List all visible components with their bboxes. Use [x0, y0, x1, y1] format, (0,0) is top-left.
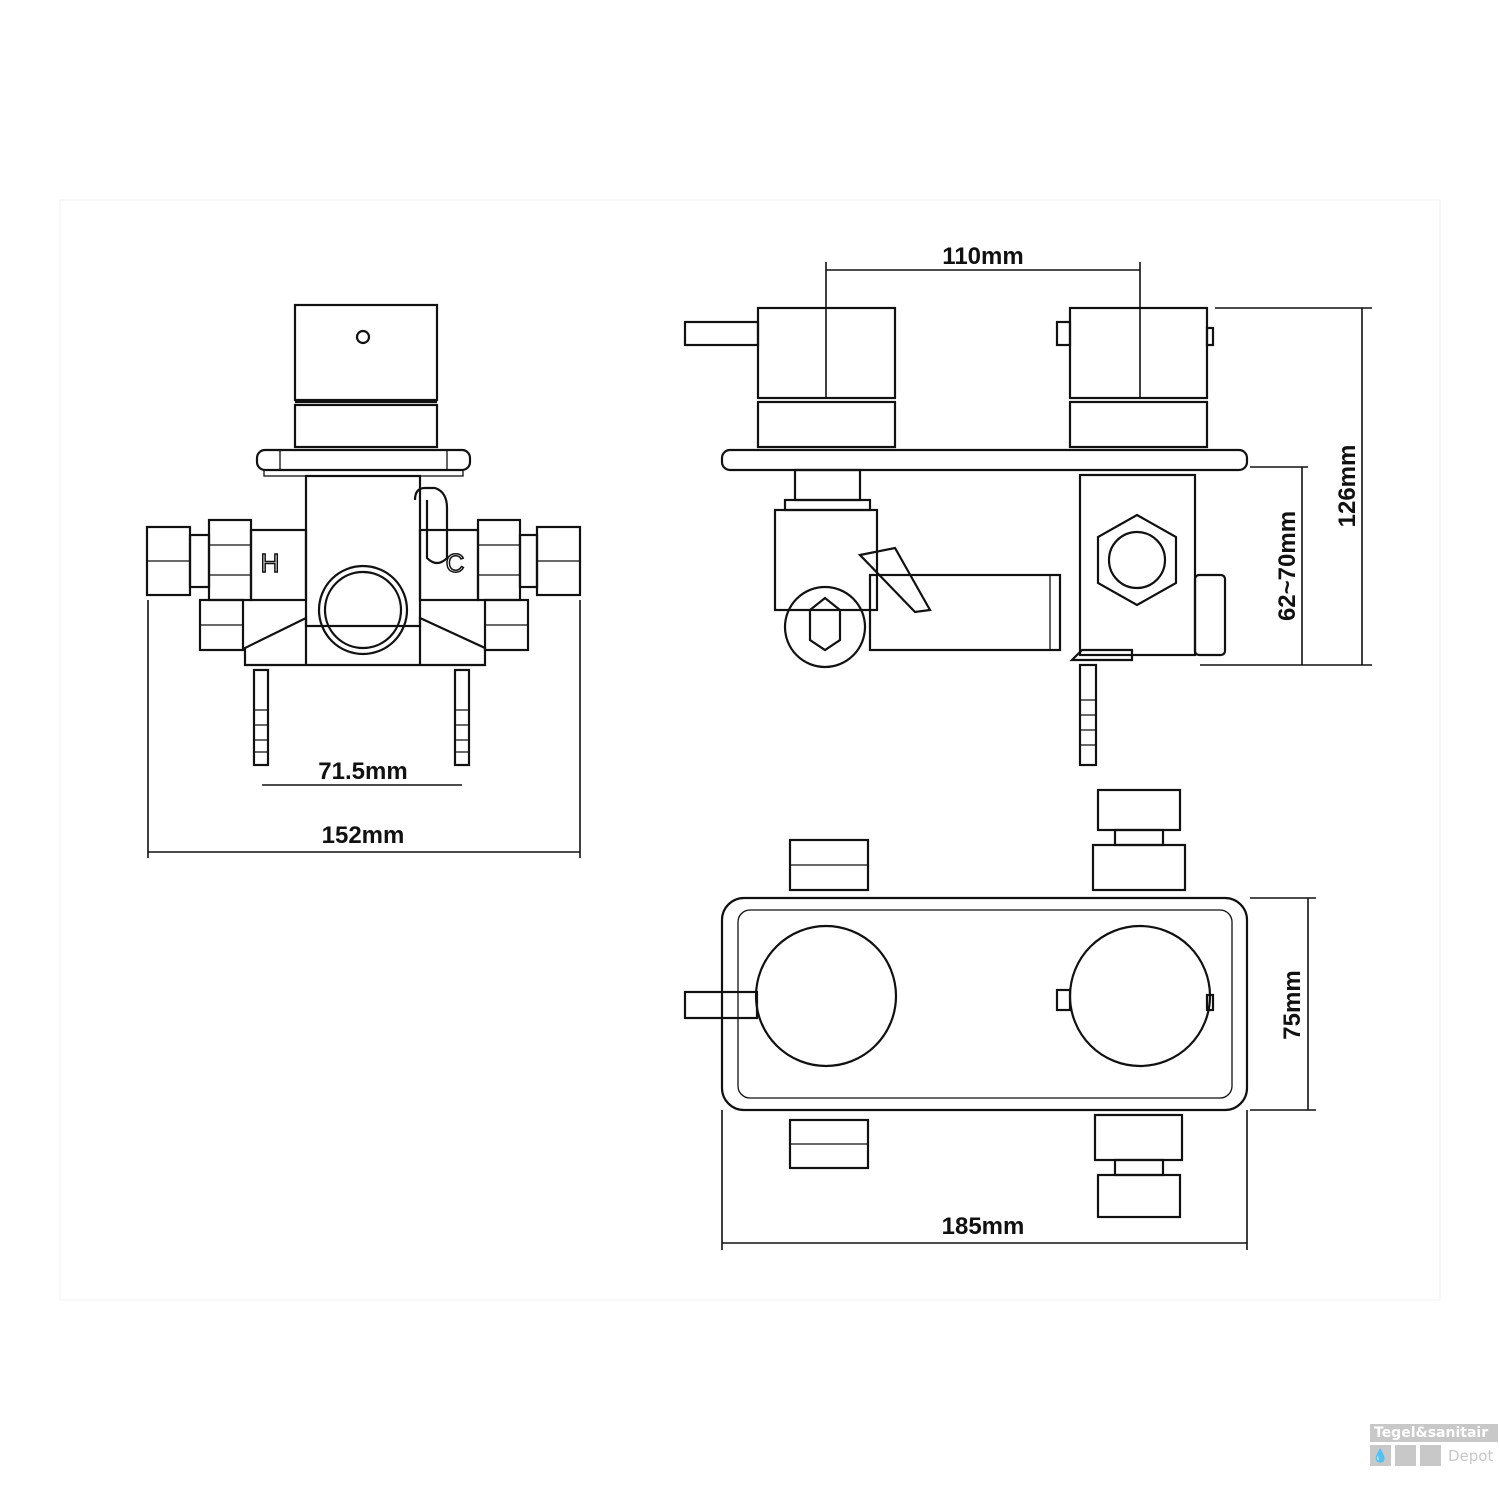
lever: [683, 990, 759, 1020]
dim-plate-width: 185mm: [942, 1213, 1025, 1240]
cover-plate: [720, 896, 1249, 1112]
wall-anchor: [1078, 663, 1098, 767]
wall-anchor-left: [252, 668, 270, 767]
lever: [683, 320, 760, 347]
base: [243, 616, 487, 667]
side-view: 110mm 62~70mm 126mm: [683, 243, 1372, 767]
nut: [1096, 1173, 1182, 1219]
logo-line1: Tegel&sanitair: [1370, 1424, 1498, 1442]
logo-square: [1420, 1445, 1441, 1466]
valve-body: [1078, 473, 1197, 657]
outlet-port: [317, 564, 409, 656]
wall-anchor-right: [453, 668, 471, 767]
pipe: [868, 573, 1062, 652]
brand-logo: Tegel&sanitair 💧 Depot: [1370, 1424, 1498, 1466]
front-view: 75mm 185mm: [683, 788, 1316, 1250]
cover-plate: [255, 448, 472, 472]
pipe-bend: [413, 486, 449, 565]
valve-body: [304, 474, 422, 628]
dim-wall-depth: 62~70mm: [1274, 511, 1301, 621]
logo-square: [1395, 1445, 1416, 1466]
cover-plate: [720, 448, 1249, 472]
dim-front-width: 152mm: [322, 822, 405, 849]
end-view: H C 71.5mm 152mm: [145, 303, 582, 858]
cold-label: C: [446, 548, 465, 578]
knob-left: [754, 924, 898, 1068]
nut: [1091, 843, 1187, 892]
sheet-border: [59, 199, 1441, 1301]
knob-left: [756, 306, 897, 400]
dim-knob-spacing: 110mm: [942, 243, 1023, 270]
nut: [207, 518, 253, 602]
nut: [476, 518, 522, 602]
knob-right: [1068, 306, 1209, 400]
knob-hole-icon: [355, 329, 371, 345]
knob-lower: [293, 403, 439, 449]
dim-total-height: 126mm: [1334, 445, 1361, 528]
dim-anchor-spacing: 71.5mm: [318, 758, 407, 785]
hex-port: [1096, 513, 1178, 607]
dim-plate-height: 75mm: [1279, 970, 1306, 1039]
knob-upper: [293, 303, 439, 402]
nut: [1096, 788, 1182, 832]
knob-right: [1068, 924, 1212, 1068]
logo-line2: Depot: [1448, 1446, 1494, 1465]
nut: [1093, 1113, 1184, 1162]
drop-icon: 💧: [1370, 1445, 1391, 1466]
hot-label: H: [261, 548, 280, 578]
